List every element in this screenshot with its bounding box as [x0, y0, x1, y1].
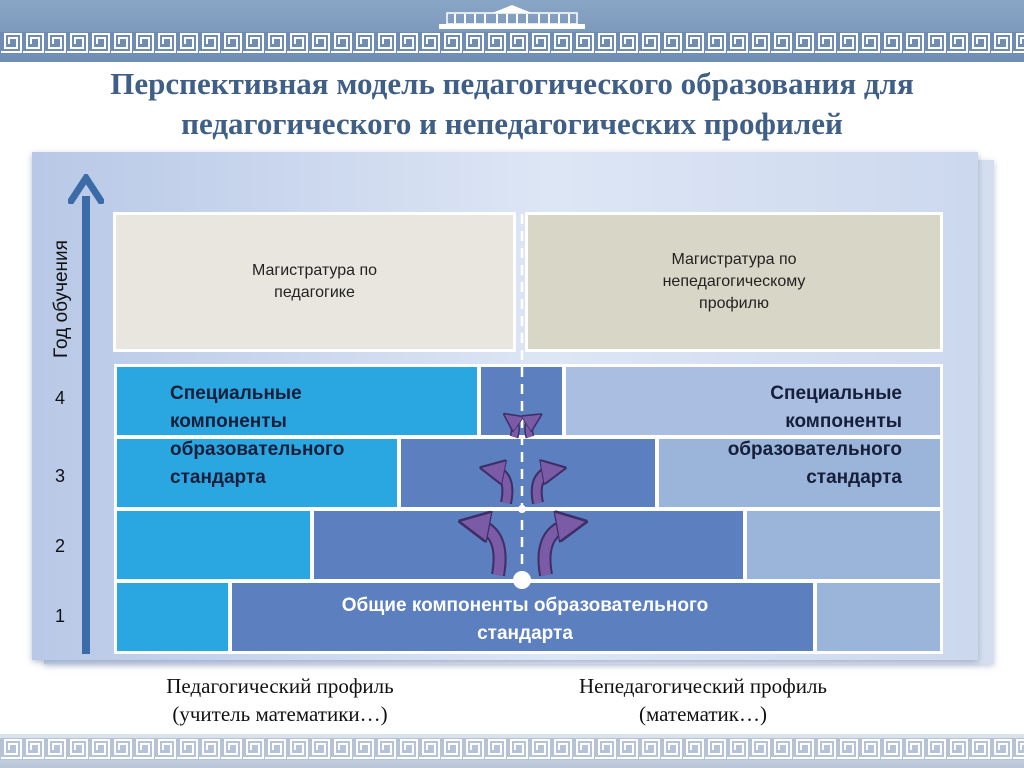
page-title: Перспективная модель педагогического обр… [40, 64, 984, 144]
special-left-line-4: стандарта [170, 467, 266, 488]
brick-common-3 [398, 436, 658, 510]
masters-pedagogical-box: Магистратура по педагогике [113, 212, 516, 352]
brick-special-right-4 [563, 364, 943, 438]
masters-ped-line-2: педагогике [274, 284, 355, 301]
special-left-line-2: компоненты [170, 411, 287, 432]
footer-left-line-2: (учитель математики…) [172, 702, 388, 726]
masters-non-line-2: непедагогическому [662, 273, 806, 290]
title-line-2: педагогического и непедагогических профи… [181, 106, 843, 141]
masters-non-line-1: Магистратура по [671, 251, 797, 268]
axis-label-text: Год обучения [51, 240, 72, 358]
year-4: 4 [54, 388, 65, 408]
masters-ped-line-1: Магистратура по [251, 262, 378, 279]
special-components-left: Специальные компоненты образовательного … [170, 380, 410, 492]
common-line-2: стандарта [477, 623, 573, 644]
brick-common-2 [311, 508, 746, 582]
common-components: Общие компоненты образовательного станда… [280, 592, 770, 648]
special-right-line-4: стандарта [806, 467, 902, 488]
footer-left-line-1: Педагогический профиль [166, 674, 394, 698]
common-line-1: Общие компоненты образовательного [341, 595, 709, 616]
special-left-line-3: образовательного [170, 439, 345, 460]
year-3: 3 [54, 466, 65, 486]
masters-non-pedagogical-box: Магистратура по непедагогическому профил… [525, 212, 943, 352]
footer-right-line-1: Непедагогический профиль [578, 674, 827, 698]
footer-pedagogical-profile: Педагогический профиль (учитель математи… [110, 672, 450, 728]
brick-special-left-4 [114, 364, 480, 438]
special-components-right: Специальные компоненты образовательного … [640, 380, 902, 492]
brick-common-4 [478, 364, 565, 438]
special-right-line-2: компоненты [785, 411, 902, 432]
masters-non-line-3: профилю [699, 295, 769, 312]
building-logo-icon [439, 5, 585, 29]
brick-special-left-3 [114, 436, 400, 510]
footer-right-line-2: (математик…) [639, 702, 767, 726]
special-right-line-1: Специальные [770, 383, 902, 404]
special-left-line-1: Специальные [170, 383, 302, 404]
axis-arrow-icon [68, 174, 104, 204]
brick-special-left-2 [114, 508, 313, 582]
year-2: 2 [54, 536, 65, 556]
brick-special-right-2 [744, 508, 943, 582]
title-line-1: Перспективная модель педагогического обр… [110, 66, 914, 101]
year-1: 1 [54, 606, 65, 626]
meander-border [0, 32, 1024, 54]
footer-non-pedagogical-profile: Непедагогический профиль (математик…) [528, 672, 878, 728]
special-right-line-3: образовательного [727, 439, 902, 460]
brick-special-left-1 [114, 580, 231, 654]
year-axis [82, 196, 90, 654]
brick-special-right-1 [814, 580, 943, 654]
meander-border-bottom [0, 738, 1024, 760]
